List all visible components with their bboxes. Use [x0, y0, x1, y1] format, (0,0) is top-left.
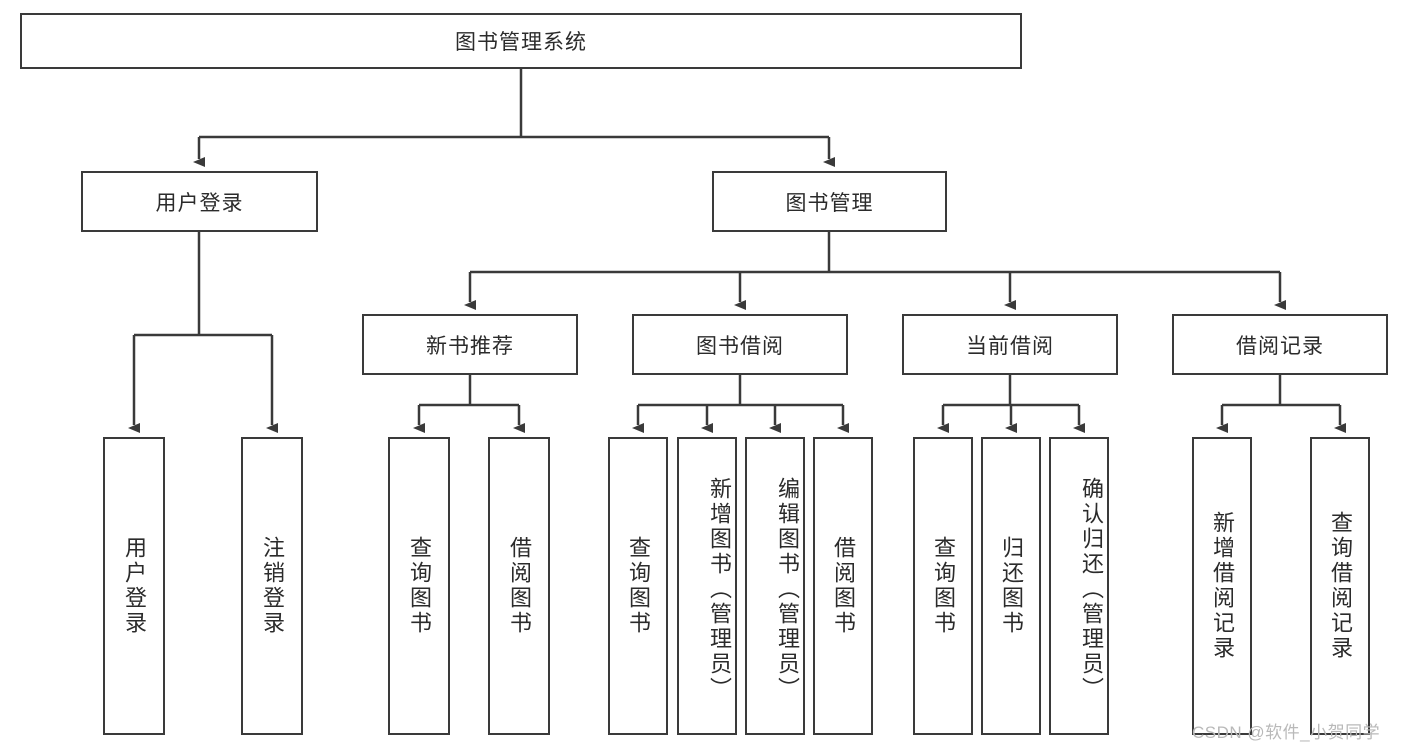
node-label-leaf-borrow-query: 查询图书 — [626, 536, 651, 636]
node-user-login[interactable]: 用户登录 — [81, 171, 318, 232]
node-book-manage[interactable]: 图书管理 — [712, 171, 947, 232]
node-label-book-manage: 图书管理 — [785, 191, 874, 215]
node-label-leaf-cur-confirm: 确认归还（管理员） — [1079, 476, 1104, 702]
node-leaf-cur-return[interactable]: 归还图书 — [981, 437, 1041, 735]
node-leaf-user-login[interactable]: 用户登录 — [103, 437, 165, 735]
node-root[interactable]: 图书管理系统 — [20, 13, 1022, 69]
node-label-leaf-cur-query: 查询图书 — [931, 536, 956, 636]
node-label-borrow-record: 借阅记录 — [1236, 334, 1324, 358]
node-current-borrow[interactable]: 当前借阅 — [902, 314, 1118, 375]
node-label-leaf-rec-add: 新增借阅记录 — [1210, 511, 1235, 661]
node-leaf-cur-query[interactable]: 查询图书 — [913, 437, 973, 735]
node-label-leaf-rec-borrow: 借阅图书 — [507, 536, 532, 636]
node-label-leaf-user-logout: 注销登录 — [260, 536, 285, 636]
node-book-borrow[interactable]: 图书借阅 — [632, 314, 848, 375]
node-label-new-book-rec: 新书推荐 — [426, 334, 514, 358]
node-label-user-login: 用户登录 — [155, 191, 244, 215]
node-borrow-record[interactable]: 借阅记录 — [1172, 314, 1388, 375]
node-leaf-cur-confirm[interactable]: 确认归还（管理员） — [1049, 437, 1109, 735]
node-leaf-borrow-query[interactable]: 查询图书 — [608, 437, 668, 735]
node-leaf-user-logout[interactable]: 注销登录 — [241, 437, 303, 735]
node-label-book-borrow: 图书借阅 — [696, 334, 784, 358]
node-leaf-rec-query2[interactable]: 查询借阅记录 — [1310, 437, 1370, 735]
node-leaf-rec-query[interactable]: 查询图书 — [388, 437, 450, 735]
node-leaf-rec-add[interactable]: 新增借阅记录 — [1192, 437, 1252, 735]
node-label-leaf-rec-query: 查询图书 — [407, 536, 432, 636]
node-leaf-borrow-add[interactable]: 新增图书（管理员） — [677, 437, 737, 735]
watermark-label: CSDN @软件_小贺同学 — [1192, 723, 1381, 742]
node-leaf-borrow-edit[interactable]: 编辑图书（管理员） — [745, 437, 805, 735]
node-label-current-borrow: 当前借阅 — [966, 334, 1054, 358]
node-label-leaf-borrow-edit: 编辑图书（管理员） — [775, 476, 800, 702]
node-label-leaf-borrow-lend: 借阅图书 — [831, 536, 856, 636]
node-new-book-rec[interactable]: 新书推荐 — [362, 314, 578, 375]
node-leaf-borrow-lend[interactable]: 借阅图书 — [813, 437, 873, 735]
node-label-leaf-user-login: 用户登录 — [122, 536, 147, 636]
node-label-leaf-borrow-add: 新增图书（管理员） — [707, 476, 732, 702]
node-leaf-rec-borrow[interactable]: 借阅图书 — [488, 437, 550, 735]
node-label-root: 图书管理系统 — [455, 31, 587, 54]
node-label-leaf-cur-return: 归还图书 — [999, 536, 1024, 636]
node-label-leaf-rec-query2: 查询借阅记录 — [1328, 511, 1353, 661]
